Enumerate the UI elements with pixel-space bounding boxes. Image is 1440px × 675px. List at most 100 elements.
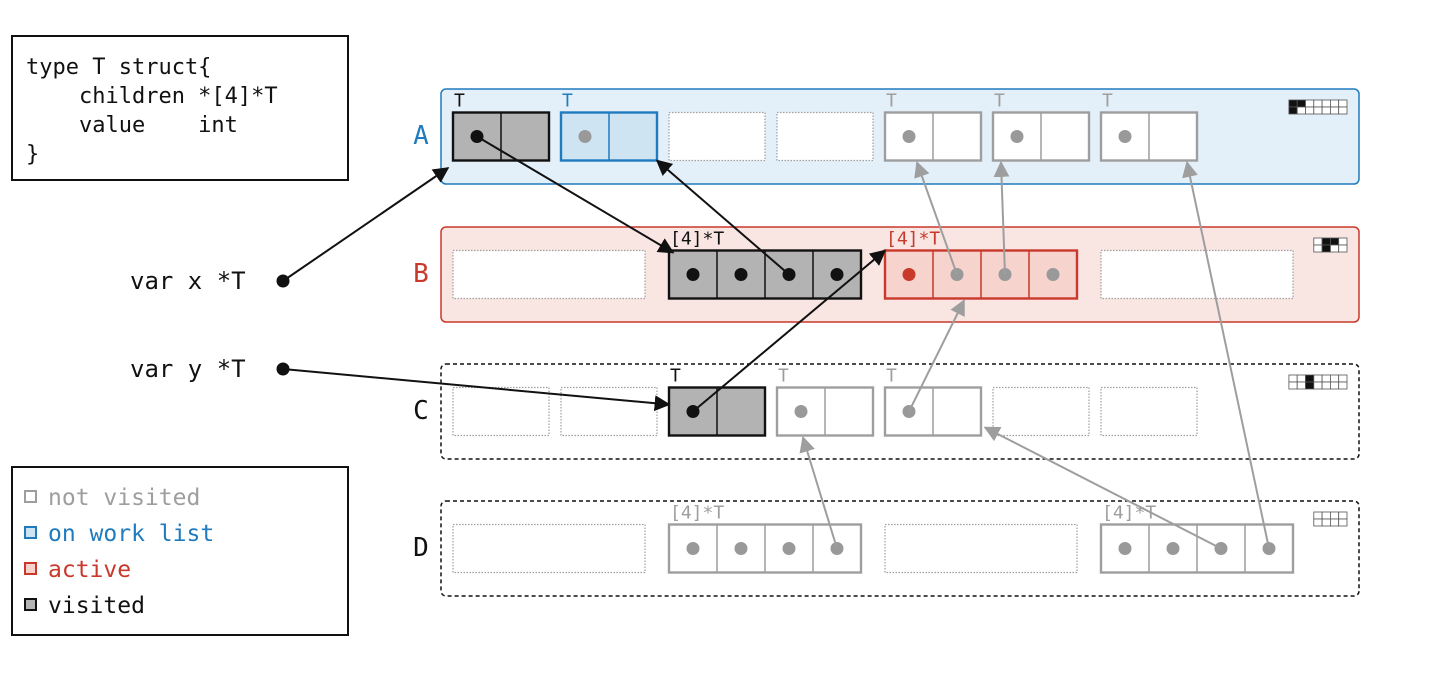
type-label: T (562, 91, 573, 112)
empty-slot (452, 386, 550, 437)
bitmap-cell (1296, 106, 1306, 115)
bitmap-cell (1330, 106, 1340, 115)
pointer-dot (782, 542, 796, 555)
pointer-arrow (908, 299, 965, 412)
bitmap-cell (1313, 374, 1323, 383)
slot: T (559, 91, 659, 162)
type-label: [4]*T (670, 229, 724, 250)
bitmap-cell (1330, 381, 1340, 390)
slot (560, 386, 658, 437)
bitmap-cell (1305, 374, 1315, 383)
pointer-dot (794, 405, 808, 418)
bitmap-cell (1313, 244, 1323, 253)
slot (452, 249, 646, 300)
pointer-dot (734, 268, 748, 281)
bitmap-cell (1288, 381, 1298, 390)
pointer-dot (1010, 130, 1024, 143)
code-line: value int (26, 113, 238, 138)
span-label: B (413, 259, 429, 289)
pointer-dot (578, 130, 592, 143)
pointers (282, 135, 1270, 550)
slot (884, 523, 1078, 574)
type-label: T (886, 366, 897, 387)
bitmap-cell (1321, 244, 1331, 253)
slot: [4]*T (883, 229, 1079, 300)
pointer-arrow (282, 368, 671, 412)
bitmap-cell (1321, 374, 1331, 383)
bitmap-cell (1321, 99, 1331, 108)
var-y-label: var y *T (130, 355, 246, 383)
pointer-arrow (799, 435, 838, 549)
slot (668, 111, 766, 162)
type-label: T (454, 91, 465, 112)
pointer-dot (902, 268, 916, 281)
bitmap-cell (1313, 99, 1323, 108)
empty-slot (560, 386, 658, 437)
legend-swatch (24, 490, 37, 503)
slot (1100, 249, 1294, 300)
pointer-arrow (983, 426, 1222, 550)
bitmap-cell (1338, 244, 1348, 253)
bitmap-cell (1296, 374, 1306, 383)
pointer-dot (830, 268, 844, 281)
type-definition-box: type T struct{ children *[4]*T value int… (11, 35, 349, 181)
slot (452, 523, 646, 574)
pointer-dot (1118, 542, 1132, 555)
bitmap-cell (1288, 106, 1298, 115)
bitmap-cell (1321, 511, 1331, 520)
legend-label: not visited (48, 485, 200, 511)
bitmap-cell (1338, 106, 1348, 115)
slot: T (1099, 91, 1199, 162)
legend-swatch (24, 562, 37, 575)
bitmap-cell (1338, 511, 1348, 520)
bitmap-cell (1321, 237, 1331, 246)
code-line: } (26, 142, 39, 167)
bitmap-cell (1296, 99, 1306, 108)
bitmap-cell (1338, 237, 1348, 246)
bitmap-cell (1313, 511, 1323, 520)
pointer-arrow (1182, 160, 1270, 549)
pointer-dot (1118, 130, 1132, 143)
empty-slot (1100, 386, 1198, 437)
slot: [4]*T (667, 229, 863, 300)
bitmap-cell (1330, 511, 1340, 520)
code-line: children *[4]*T (26, 84, 278, 109)
bitmap-cell (1330, 99, 1340, 108)
pointer-arrow (692, 249, 887, 413)
pointer-arrow (655, 159, 790, 276)
span-label: C (413, 396, 429, 426)
bitmap-cell (1305, 99, 1315, 108)
slot (992, 386, 1090, 437)
empty-slot (668, 111, 766, 162)
pointer-dot (1046, 268, 1060, 281)
bitmap-cell (1321, 518, 1331, 527)
bitmap-cell (1330, 237, 1340, 246)
slot (1100, 386, 1198, 437)
slot: T (775, 366, 875, 437)
bitmap-cell (1313, 237, 1323, 246)
bitmap-cell (1330, 518, 1340, 527)
bitmap-cell (1321, 106, 1331, 115)
span-label: A (413, 121, 429, 151)
bitmap-cell (1305, 381, 1315, 390)
bitmap-cell (1338, 381, 1348, 390)
empty-slot (452, 249, 646, 300)
bitmap-cell (1338, 99, 1348, 108)
slot: T (667, 366, 767, 437)
pointer-arrow (914, 160, 958, 275)
pointer-dot (1166, 542, 1180, 555)
type-label: [4]*T (670, 503, 724, 524)
slot (776, 111, 874, 162)
span-label: D (413, 533, 429, 563)
legend-label: on work list (48, 521, 214, 547)
type-label: T (778, 366, 789, 387)
pointer-arrow (282, 167, 450, 282)
empty-slot (452, 523, 646, 574)
variables: var x *T var y *T (130, 267, 290, 383)
bitmap-cell (1313, 106, 1323, 115)
pointer-dot (686, 542, 700, 555)
empty-slot (1100, 249, 1294, 300)
